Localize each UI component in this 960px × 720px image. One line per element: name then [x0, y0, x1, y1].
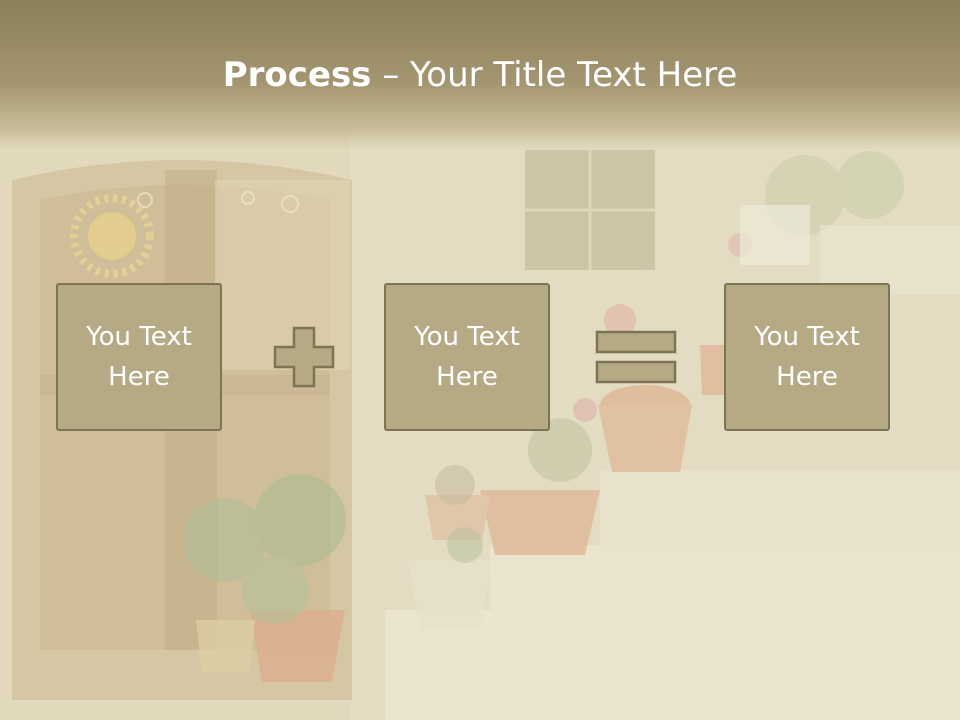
title-band [0, 0, 960, 150]
slide-title: Process – Your Title Text Here [0, 52, 960, 98]
steps [385, 470, 960, 720]
sun-decoration [70, 191, 299, 278]
flower-pots [196, 345, 730, 682]
title-bold: Process [222, 55, 372, 95]
equals-icon [595, 330, 677, 384]
process-box-text: You Text Here [414, 322, 520, 392]
process-box-text: You Text Here [754, 322, 860, 392]
process-box-2: You Text Here [384, 283, 550, 431]
white-pot [740, 205, 810, 265]
window [525, 150, 655, 270]
process-box-1: You Text Here [56, 283, 222, 431]
process-box-text: You Text Here [86, 322, 192, 392]
title-rest: – Your Title Text Here [371, 55, 738, 95]
plus-icon [273, 326, 335, 388]
process-box-3: You Text Here [724, 283, 890, 431]
